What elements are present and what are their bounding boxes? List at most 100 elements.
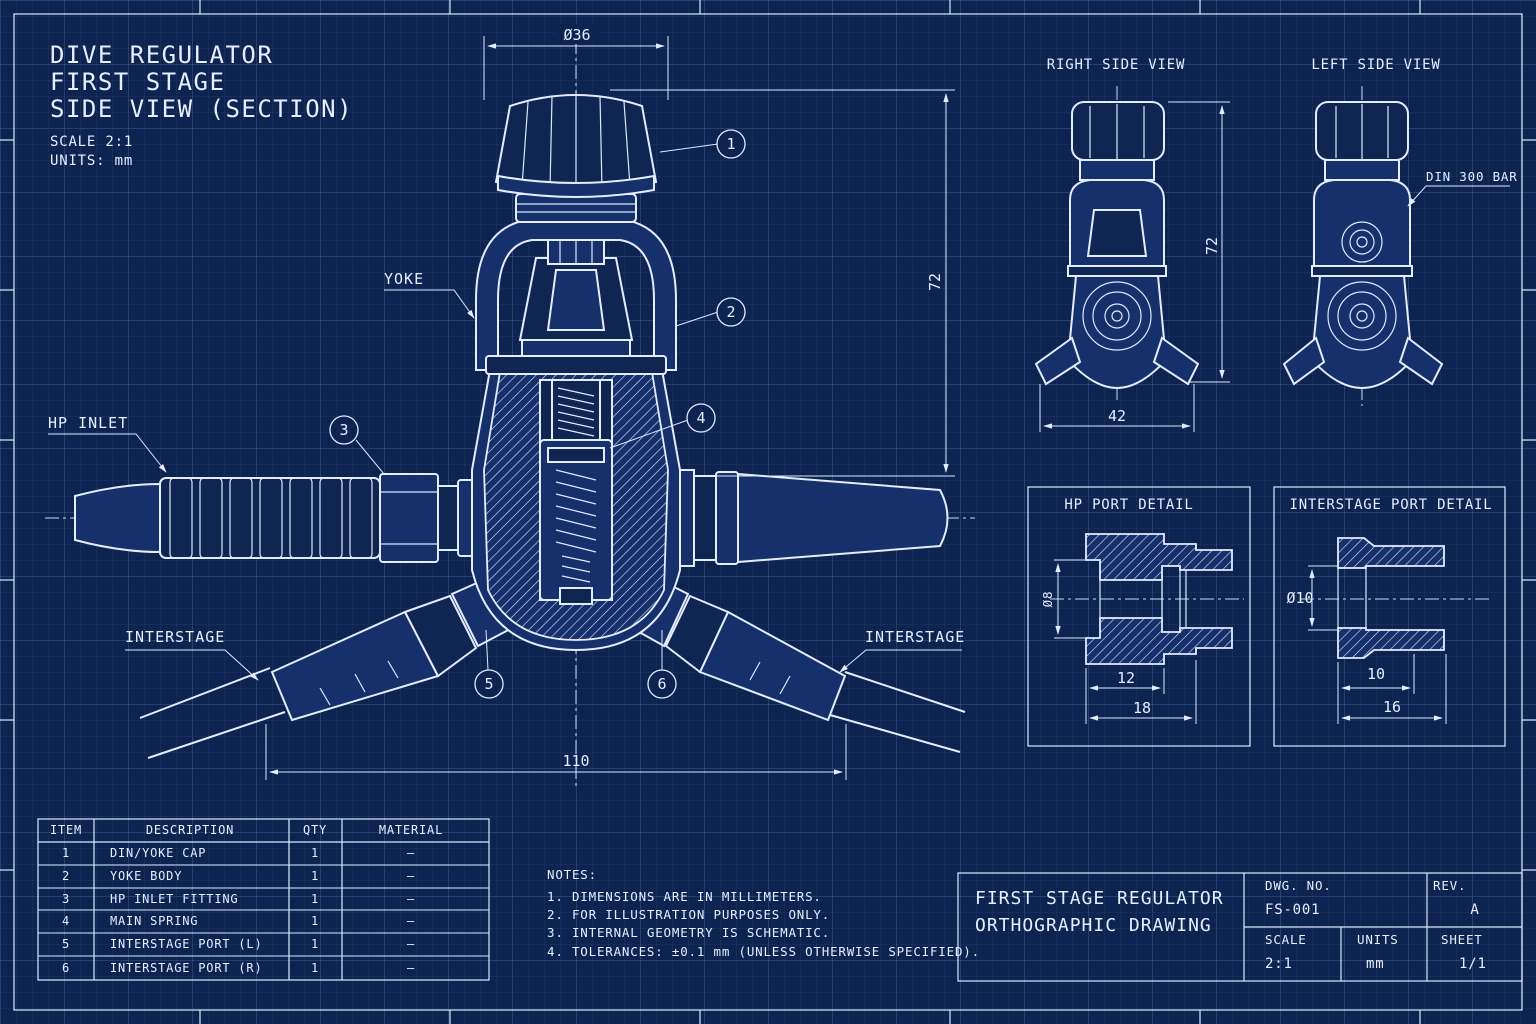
bom-cell: 1 bbox=[311, 961, 319, 975]
hp-detail-title: HP PORT DETAIL bbox=[1064, 497, 1193, 513]
rev-label: REV. bbox=[1433, 878, 1466, 893]
hp-port-detail: HP PORT DETAIL Ø8 12 18 bbox=[1027, 486, 1251, 747]
drawing-title-line2: FIRST STAGE bbox=[50, 68, 225, 96]
hp-inner-dim: 12 bbox=[1117, 669, 1135, 687]
right-outlet-port bbox=[653, 469, 949, 567]
dwg-no-value: FS-001 bbox=[1265, 902, 1320, 918]
interstage-right-label: INTERSTAGE bbox=[865, 628, 965, 646]
overall-height-dim: 72 bbox=[926, 273, 944, 291]
right-side-view: RIGHT SIDE VIEW 42 72 bbox=[1034, 57, 1230, 432]
hp-dia-dim: Ø8 bbox=[1040, 591, 1055, 608]
hp-inlet-label: HP INLET bbox=[48, 414, 128, 432]
bom-header-1: DESCRIPTION bbox=[146, 823, 234, 837]
note-3: 3. INTERNAL GEOMETRY IS SCHEMATIC. bbox=[547, 925, 830, 940]
svg-text:2: 2 bbox=[726, 303, 735, 321]
bom-cell: HP INLET FITTING bbox=[110, 892, 238, 906]
regulator-body bbox=[471, 369, 681, 652]
side-width-dim: 42 bbox=[1108, 407, 1126, 425]
yoke-frame bbox=[475, 219, 677, 375]
callout-3: 3 bbox=[329, 415, 359, 445]
sheet-border bbox=[13, 13, 1523, 1011]
title-block-name1: FIRST STAGE REGULATOR bbox=[975, 888, 1224, 909]
bom-cell: 1 bbox=[311, 914, 319, 928]
left-interstage-hose bbox=[139, 576, 514, 759]
drawing-title-line3: SIDE VIEW (SECTION) bbox=[50, 95, 353, 123]
bom-cell: 1 bbox=[311, 937, 319, 951]
sheet-value: 1/1 bbox=[1459, 956, 1487, 972]
notes-block: NOTES: 1. DIMENSIONS ARE IN MILLIMETERS.… bbox=[547, 867, 980, 959]
bom-cell: 4 bbox=[62, 914, 70, 928]
dimension-lines bbox=[265, 36, 955, 780]
svg-text:3: 3 bbox=[339, 421, 348, 439]
bom-cell: 5 bbox=[62, 937, 70, 951]
notes-heading: NOTES: bbox=[547, 867, 597, 882]
bom-cell: MAIN SPRING bbox=[110, 914, 198, 928]
callout-4: 4 bbox=[686, 403, 716, 433]
bom-cell: INTERSTAGE PORT (R) bbox=[110, 961, 262, 975]
bom-cell: 3 bbox=[62, 892, 70, 906]
right-interstage-hose bbox=[630, 576, 966, 753]
bom-cell: — bbox=[407, 846, 415, 860]
right-side-view-title: RIGHT SIDE VIEW bbox=[1047, 57, 1185, 73]
hp-inlet-assembly bbox=[74, 469, 499, 567]
bom-cell: — bbox=[407, 961, 415, 975]
left-side-view-title: LEFT SIDE VIEW bbox=[1311, 57, 1440, 73]
side-height-dim: 72 bbox=[1203, 237, 1221, 255]
callout-2: 2 bbox=[716, 297, 746, 327]
main-spring bbox=[555, 387, 597, 583]
bom-header-3: MATERIAL bbox=[379, 823, 443, 837]
is-detail-title: INTERSTAGE PORT DETAIL bbox=[1289, 497, 1492, 513]
units-value: mm bbox=[1366, 956, 1384, 972]
bom-cell: 2 bbox=[62, 869, 70, 883]
bom-cell: — bbox=[407, 914, 415, 928]
bom-header-2: QTY bbox=[303, 823, 327, 837]
dwg-no-label: DWG. NO. bbox=[1265, 878, 1332, 893]
bom-cell: DIN/YOKE CAP bbox=[110, 846, 206, 860]
bom-cell: 1 bbox=[311, 869, 319, 883]
main-section-view: Ø36 72 110 YOKE HP INLET INTERSTAGE INTE… bbox=[45, 24, 975, 790]
scale-value: 2:1 bbox=[1265, 956, 1293, 972]
scale-note: SCALE 2:1 bbox=[50, 134, 133, 150]
din-yoke-cap bbox=[494, 94, 658, 223]
bom-cell: — bbox=[407, 869, 415, 883]
rev-value: A bbox=[1470, 902, 1479, 918]
units-label: UNITS bbox=[1357, 932, 1399, 947]
bom-cell: 1 bbox=[311, 892, 319, 906]
title-block: FIRST STAGE REGULATOR ORTHOGRAPHIC DRAWI… bbox=[957, 872, 1523, 982]
callout-5: 5 bbox=[474, 669, 504, 699]
title-block-name2: ORTHOGRAPHIC DRAWING bbox=[975, 915, 1212, 936]
units-note: UNITS: mm bbox=[50, 153, 133, 169]
is-inner-dim: 10 bbox=[1367, 665, 1385, 683]
sheet-label: SHEET bbox=[1441, 932, 1483, 947]
bom-cell: 1 bbox=[311, 846, 319, 860]
scale-label: SCALE bbox=[1265, 932, 1307, 947]
hp-outer-dim: 18 bbox=[1133, 699, 1151, 717]
interstage-left-label: INTERSTAGE bbox=[125, 628, 225, 646]
bom-cell: — bbox=[407, 892, 415, 906]
is-outer-dim: 16 bbox=[1383, 698, 1401, 716]
bom-cell: 1 bbox=[62, 846, 70, 860]
is-dia-dim: Ø10 bbox=[1286, 589, 1313, 607]
interstage-port-detail: INTERSTAGE PORT DETAIL Ø10 10 16 bbox=[1273, 486, 1506, 747]
yoke-label: YOKE bbox=[384, 270, 424, 288]
leader-lines bbox=[48, 143, 962, 681]
callout-6: 6 bbox=[647, 669, 677, 699]
bom-cell: 6 bbox=[62, 961, 70, 975]
bill-of-materials: ITEM DESCRIPTION QTY MATERIAL 1 DIN/YOKE CAP 1… bbox=[37, 818, 490, 981]
bom-cell: — bbox=[407, 937, 415, 951]
bom-header-0: ITEM bbox=[50, 823, 82, 837]
cap-diameter-dim: Ø36 bbox=[563, 26, 590, 44]
note-1: 1. DIMENSIONS ARE IN MILLIMETERS. bbox=[547, 889, 822, 904]
drawing-title-line1: DIVE REGULATOR bbox=[50, 41, 273, 69]
note-2: 2. FOR ILLUSTRATION PURPOSES ONLY. bbox=[547, 907, 830, 922]
svg-text:1: 1 bbox=[726, 135, 735, 153]
svg-text:5: 5 bbox=[484, 675, 493, 693]
bom-cell: INTERSTAGE PORT (L) bbox=[110, 937, 262, 951]
bom-cell: YOKE BODY bbox=[110, 869, 182, 883]
note-4: 4. TOLERANCES: ±0.1 mm (UNLESS OTHERWISE… bbox=[547, 944, 980, 959]
overall-width-dim: 110 bbox=[562, 752, 589, 770]
callout-1: 1 bbox=[716, 129, 746, 159]
